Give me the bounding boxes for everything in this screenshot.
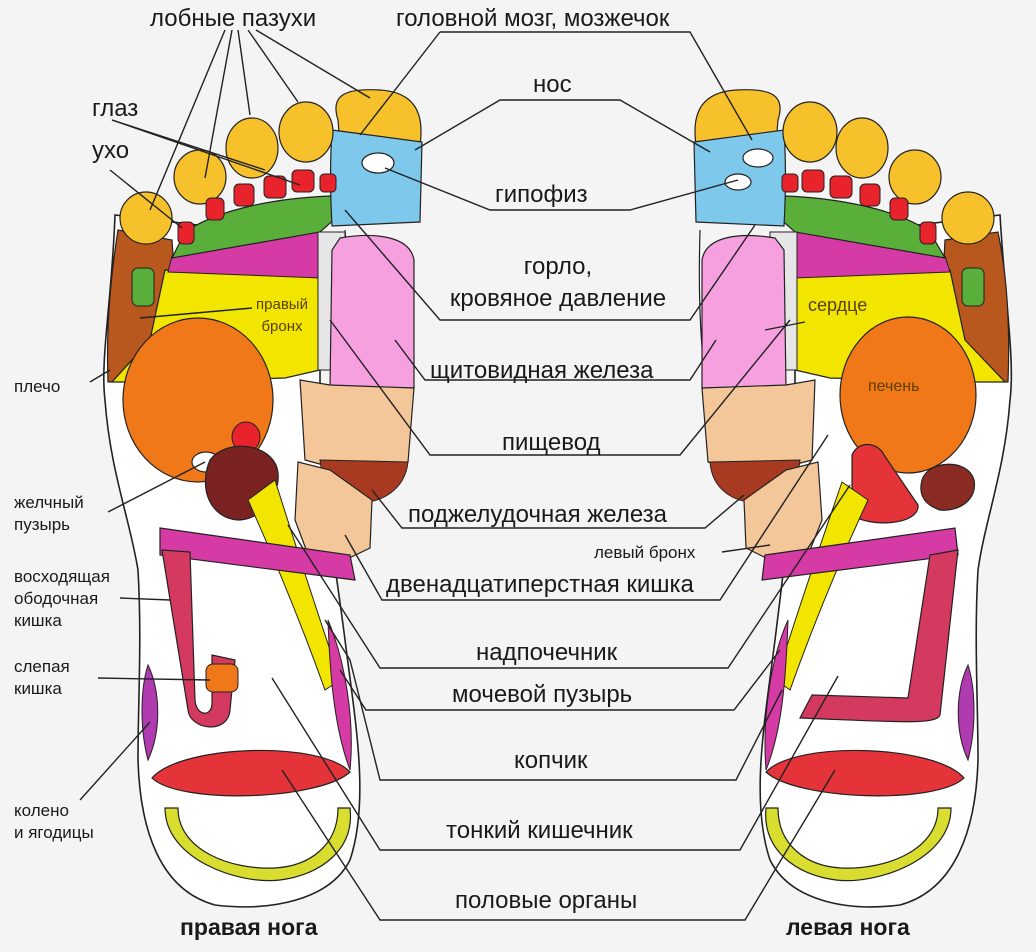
left-toes bbox=[693, 89, 995, 245]
label-thyroid: щитовидная железа bbox=[430, 357, 654, 384]
left-red-2 bbox=[829, 175, 853, 199]
label-pituitary: гипофиз bbox=[495, 181, 588, 208]
left-big-toe bbox=[694, 89, 781, 146]
left-red-blob bbox=[851, 443, 919, 524]
left-knee-zone bbox=[957, 663, 975, 762]
right-duodenum-tan bbox=[294, 461, 373, 561]
left-red-3 bbox=[859, 183, 881, 207]
left-dark-blob bbox=[920, 463, 976, 511]
right-toe-2 bbox=[278, 101, 334, 163]
label-ascending-colon-2: ободочная bbox=[14, 589, 99, 608]
right-throat-pink bbox=[329, 234, 415, 389]
right-red-3 bbox=[233, 183, 255, 207]
right-toe-5 bbox=[119, 191, 173, 245]
label-gallbladder-2: пузырь bbox=[14, 515, 71, 534]
left-pituitary-1 bbox=[742, 148, 774, 168]
left-heel-arc bbox=[765, 807, 952, 882]
label-cecum-1: слепая bbox=[14, 657, 70, 676]
label-heart: сердце bbox=[808, 295, 868, 315]
label-left-bronchus: левый бронх bbox=[594, 543, 696, 562]
left-red-6 bbox=[781, 173, 799, 193]
left-red-1 bbox=[801, 169, 825, 193]
label-throat-line1: горло, bbox=[523, 253, 593, 280]
right-genitals-zone bbox=[151, 749, 351, 797]
label-ascending-colon-1: восходящая bbox=[14, 567, 110, 586]
label-gallbladder-1: желчный bbox=[14, 493, 84, 512]
label-shoulder: плечо bbox=[14, 377, 61, 396]
label-liver: печень bbox=[868, 378, 920, 395]
right-red-5 bbox=[177, 221, 195, 245]
right-shoulder-green bbox=[131, 267, 155, 307]
left-shoulder-green bbox=[961, 267, 985, 307]
label-right-foot: правая нога bbox=[180, 914, 318, 940]
right-red-4 bbox=[205, 197, 225, 221]
right-toes bbox=[119, 89, 423, 245]
label-eye: глаз bbox=[92, 95, 139, 122]
label-right-bronchus-2: бронх bbox=[261, 318, 303, 335]
right-big-toe bbox=[335, 89, 422, 146]
left-toe-5 bbox=[941, 191, 995, 245]
label-duodenum: двенадцатиперстная кишка bbox=[386, 571, 694, 598]
left-toe-3 bbox=[835, 117, 889, 179]
right-foot bbox=[103, 89, 423, 908]
right-toe-3 bbox=[225, 117, 279, 179]
label-adrenal: надпочечник bbox=[476, 639, 618, 666]
label-small-intestine: тонкий кишечник bbox=[446, 817, 633, 844]
label-throat-line2: кровяное давление bbox=[449, 285, 667, 312]
left-throat-pink bbox=[701, 234, 787, 389]
label-frontal-sinuses: лобные пазухи bbox=[150, 5, 317, 32]
label-cecum-2: кишка bbox=[14, 679, 62, 698]
right-red-6 bbox=[319, 173, 337, 193]
right-heel-magenta bbox=[327, 619, 352, 771]
left-toe-2 bbox=[782, 101, 838, 163]
label-nose: нос bbox=[533, 71, 572, 98]
left-red-5 bbox=[919, 221, 937, 245]
left-pituitary-2 bbox=[724, 173, 752, 191]
left-descending-colon bbox=[799, 549, 959, 723]
label-ascending-colon-3: кишка bbox=[14, 611, 62, 630]
label-genitals: половые органы bbox=[455, 887, 638, 914]
label-right-bronchus-1: правый bbox=[256, 296, 308, 313]
label-brain: головной мозг, мозжечок bbox=[396, 5, 670, 32]
label-left-foot: левая нога bbox=[786, 914, 910, 940]
left-red-4 bbox=[889, 197, 909, 221]
label-coccyx: копчик bbox=[514, 747, 588, 774]
right-transverse-colon bbox=[159, 527, 356, 581]
right-red-1 bbox=[291, 169, 315, 193]
left-toe-4 bbox=[888, 149, 942, 205]
left-liver bbox=[839, 316, 977, 474]
right-heel-arc bbox=[164, 807, 352, 882]
label-pancreas: поджелудочная железа bbox=[408, 501, 668, 528]
right-knee-zone bbox=[141, 663, 159, 762]
right-toe-4 bbox=[173, 149, 227, 205]
label-esophagus: пищевод bbox=[502, 429, 601, 456]
left-heel-magenta bbox=[764, 619, 789, 771]
label-bladder: мочевой пузырь bbox=[452, 681, 633, 708]
label-ear: ухо bbox=[92, 137, 130, 164]
right-cecum bbox=[205, 663, 239, 693]
label-knee-1: колено bbox=[14, 801, 69, 820]
left-foot bbox=[693, 89, 1013, 908]
label-knee-2: и ягодицы bbox=[14, 823, 94, 842]
leader-lines bbox=[79, 29, 851, 921]
